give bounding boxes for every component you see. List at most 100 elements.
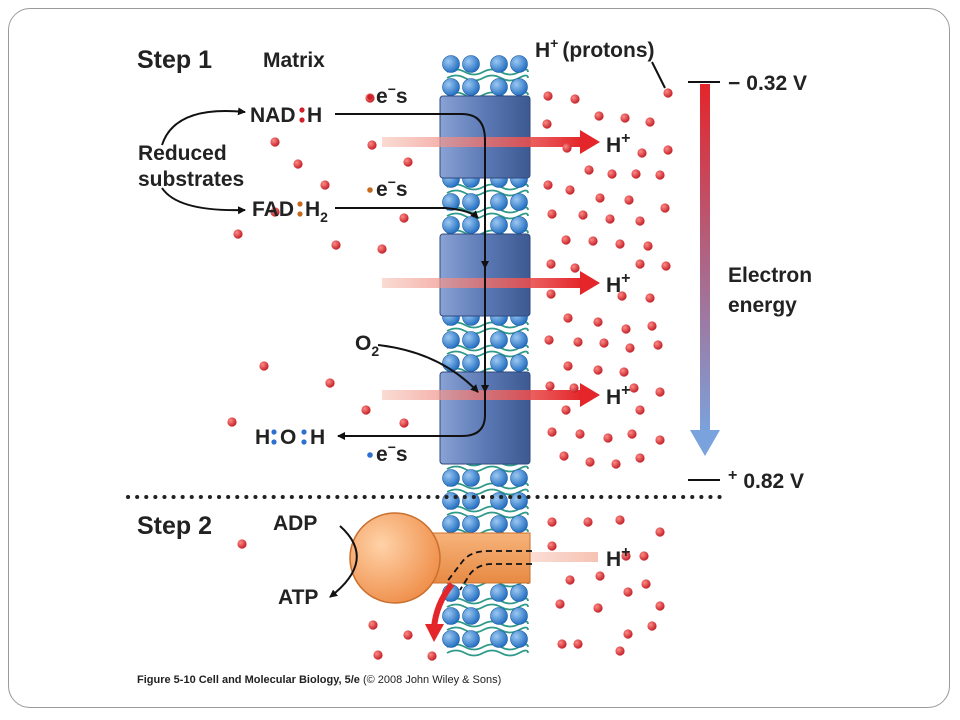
electron-energy-scale — [688, 81, 720, 481]
lipid-head — [462, 78, 480, 96]
svg-text:e−s: e−s — [376, 81, 408, 108]
protons-label: H+(protons) — [535, 35, 655, 62]
proton-dot — [631, 169, 641, 179]
proton-dot — [399, 213, 409, 223]
svg-text:O: O — [280, 426, 296, 449]
lipid-head — [510, 492, 528, 510]
svg-text:H: H — [255, 426, 270, 449]
proton-cloud — [227, 88, 673, 661]
proton-dot — [629, 383, 639, 393]
proton-dot — [546, 259, 556, 269]
substrate-arrows — [161, 107, 246, 215]
proton-dot — [645, 293, 655, 303]
lipid-head — [490, 331, 508, 349]
proton-dot — [237, 539, 247, 549]
lipid-head — [510, 630, 528, 648]
lipid-head — [490, 584, 508, 602]
proton-dot — [623, 587, 633, 597]
proton-dot — [570, 263, 580, 273]
lipid-head — [462, 193, 480, 211]
proton-dot — [595, 193, 605, 203]
lipid-head — [442, 607, 460, 625]
proton-arrow-synthase — [520, 552, 598, 562]
proton-dot — [233, 229, 243, 239]
proton-dot — [585, 457, 595, 467]
proton-dot — [584, 165, 594, 175]
proton-dot — [627, 429, 637, 439]
proton-arrow-2 — [382, 271, 600, 295]
proton-dot — [546, 289, 556, 299]
proton-dot — [331, 240, 341, 250]
lipid-head — [442, 193, 460, 211]
proton-dot — [270, 137, 280, 147]
proton-dot — [615, 515, 625, 525]
lipid-head — [442, 78, 460, 96]
lipid-head — [490, 492, 508, 510]
lipid-head — [442, 630, 460, 648]
voltage-bottom-label: +0.82 V — [728, 467, 804, 493]
proton-dot — [655, 435, 665, 445]
proton-dot — [611, 459, 621, 469]
proton-dot — [615, 239, 625, 249]
nadh-label: NAD H — [250, 104, 322, 127]
proton-dot — [565, 575, 575, 585]
proton-dot — [545, 381, 555, 391]
voltage-top-label: −0.32 V — [728, 72, 807, 95]
hplus-label-4: H+ — [606, 544, 631, 571]
proton-dot — [547, 209, 557, 219]
electrons-label-2: e−s — [367, 174, 408, 201]
lipid-head — [462, 216, 480, 234]
lipid-head — [462, 630, 480, 648]
matrix-label: Matrix — [263, 49, 325, 72]
proton-dot — [325, 378, 335, 388]
lipid-head — [462, 55, 480, 73]
lipid-head — [490, 469, 508, 487]
proton-dot — [593, 317, 603, 327]
oxygen-label: O2 — [355, 332, 379, 359]
proton-dot — [368, 620, 378, 630]
electrons-label-1: e−s — [367, 81, 408, 108]
lipid-head — [442, 492, 460, 510]
protons-pointer-line — [651, 61, 666, 89]
proton-dot — [655, 387, 665, 397]
proton-dot — [373, 650, 383, 660]
proton-dot — [547, 427, 557, 437]
svg-text:H: H — [310, 426, 325, 449]
proton-dot — [557, 639, 567, 649]
proton-dot — [320, 180, 330, 190]
proton-dot — [293, 159, 303, 169]
proton-dot — [655, 527, 665, 537]
lipid-head — [510, 584, 528, 602]
atp-synthase-head — [349, 512, 441, 604]
lipid-head — [462, 331, 480, 349]
proton-dot — [605, 214, 615, 224]
proton-dot — [617, 291, 627, 301]
proton-dot — [227, 417, 237, 427]
electron-path — [335, 113, 489, 440]
proton-dot — [594, 111, 604, 121]
proton-dot — [575, 429, 585, 439]
proton-dot — [377, 244, 387, 254]
proton-dot — [573, 337, 583, 347]
proton-dot — [593, 365, 603, 375]
proton-dot — [547, 517, 557, 527]
svg-text:H2: H2 — [305, 198, 328, 225]
proton-dot — [543, 91, 553, 101]
lipid-head — [510, 354, 528, 372]
proton-dot — [663, 88, 673, 98]
lipid-head — [510, 607, 528, 625]
fadh2-label: FAD H2 — [252, 198, 328, 225]
proton-arrow-3 — [382, 383, 600, 407]
proton-dot — [655, 601, 665, 611]
proton-dot — [619, 367, 629, 377]
lipid-head — [510, 515, 528, 533]
lipid-head — [490, 630, 508, 648]
proton-dot — [573, 639, 583, 649]
proton-dot — [621, 551, 631, 561]
proton-dot — [563, 313, 573, 323]
proton-dot — [427, 651, 437, 661]
lipid-head — [462, 607, 480, 625]
hplus-label-3: H+ — [606, 382, 631, 409]
